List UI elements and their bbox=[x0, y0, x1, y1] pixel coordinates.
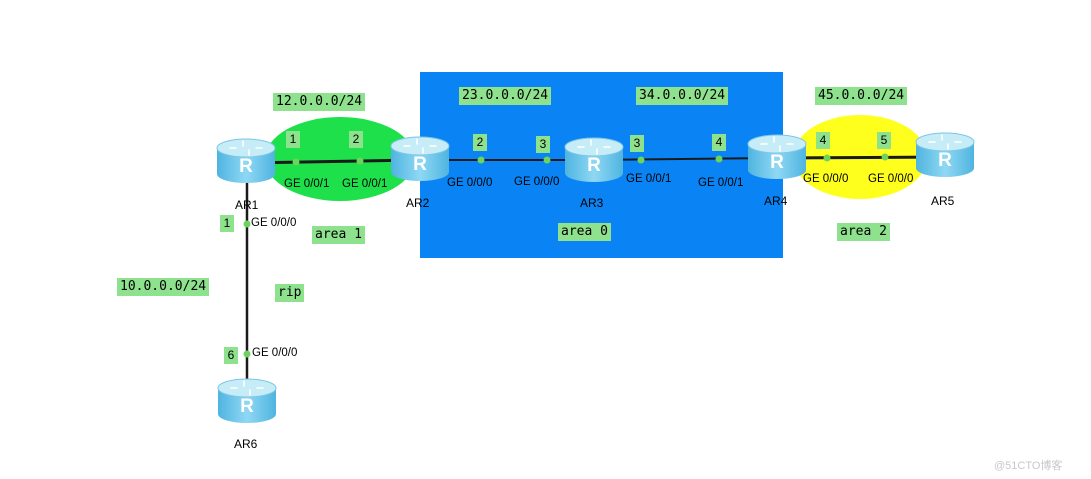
router-name-ar4: AR4 bbox=[764, 194, 788, 208]
network-label-23: 23.0.0.0/24 bbox=[459, 87, 552, 105]
interface-label: GE 0/0/1 bbox=[342, 178, 388, 190]
network-label-34: 34.0.0.0/24 bbox=[636, 87, 729, 105]
interface-label: GE 0/0/0 bbox=[251, 217, 297, 229]
area1-label: area 1 bbox=[312, 226, 365, 244]
port-dot bbox=[243, 350, 251, 358]
port-dot bbox=[715, 155, 723, 163]
port-dot bbox=[823, 154, 831, 162]
interface-label: GE 0/0/0 bbox=[868, 173, 914, 185]
router-icon-ar3 bbox=[564, 137, 624, 183]
router-icon-ar4 bbox=[747, 134, 807, 180]
router-icon-ar1 bbox=[216, 138, 276, 184]
router-icon-ar6 bbox=[217, 378, 277, 424]
interface-label: GE 0/0/0 bbox=[252, 347, 298, 359]
router-name-ar3: AR3 bbox=[580, 196, 604, 210]
router-name-ar1: AR1 bbox=[235, 198, 259, 212]
port-dot bbox=[292, 158, 300, 166]
area0-label: area 0 bbox=[558, 223, 611, 241]
interface-label: GE 0/0/0 bbox=[803, 173, 849, 185]
port-dot bbox=[637, 156, 645, 164]
watermark: @51CTO博客 bbox=[994, 460, 1063, 472]
network-label-45: 45.0.0.0/24 bbox=[815, 87, 908, 105]
host-number: 1 bbox=[220, 215, 234, 232]
router-icon-ar5 bbox=[915, 132, 975, 178]
router-name-ar5: AR5 bbox=[931, 194, 955, 208]
host-number: 2 bbox=[473, 134, 487, 151]
port-dot bbox=[477, 156, 485, 164]
network-label-12: 12.0.0.0/24 bbox=[273, 93, 366, 111]
host-number: 2 bbox=[349, 131, 363, 148]
interface-label: GE 0/0/1 bbox=[284, 178, 330, 190]
host-number: 4 bbox=[712, 134, 726, 151]
host-number: 3 bbox=[630, 135, 644, 152]
area1-region bbox=[265, 117, 415, 201]
router-name-ar6: AR6 bbox=[234, 437, 258, 451]
network-label-10: 10.0.0.0/24 bbox=[117, 278, 210, 296]
port-dot bbox=[543, 156, 551, 164]
host-number: 3 bbox=[536, 136, 550, 153]
area2-label: area 2 bbox=[837, 223, 890, 241]
port-dot bbox=[356, 157, 364, 165]
router-name-ar2: AR2 bbox=[406, 196, 430, 210]
interface-label: GE 0/0/1 bbox=[698, 177, 744, 189]
port-dot bbox=[243, 220, 251, 228]
host-number: 5 bbox=[877, 132, 891, 149]
host-number: 6 bbox=[224, 347, 238, 364]
link-ar3-ar4 bbox=[593, 157, 778, 161]
host-number: 4 bbox=[816, 132, 830, 149]
port-dot bbox=[881, 153, 889, 161]
interface-label: GE 0/0/0 bbox=[514, 176, 560, 188]
rip-label: rip bbox=[275, 284, 305, 302]
interface-label: GE 0/0/1 bbox=[626, 173, 672, 185]
router-icon-ar2 bbox=[390, 136, 450, 182]
interface-label: GE 0/0/0 bbox=[447, 177, 493, 189]
host-number: 1 bbox=[286, 131, 300, 148]
